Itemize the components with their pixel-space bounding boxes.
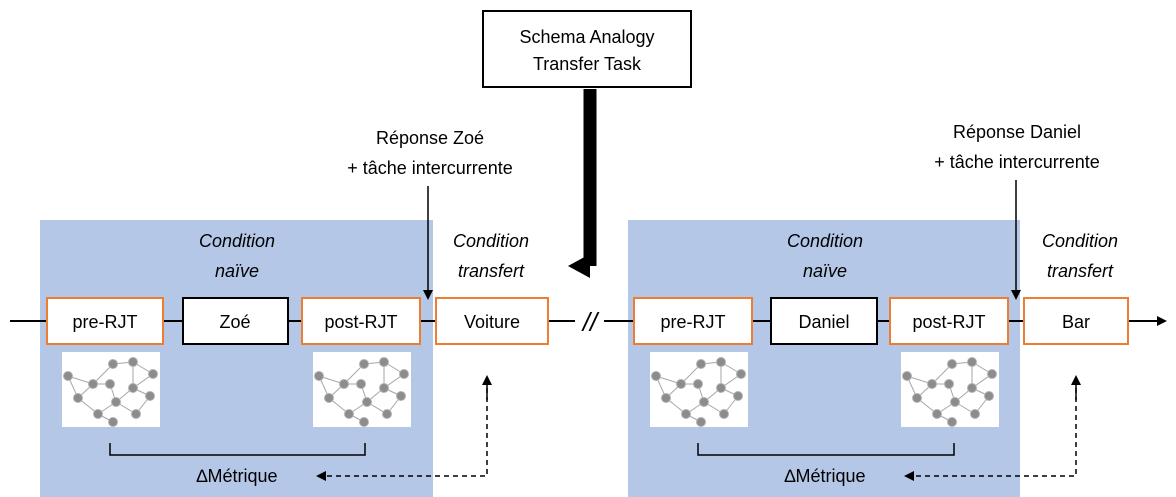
left-pre-rjt-box <box>46 297 164 345</box>
right-daniel-box <box>770 297 878 345</box>
left-dashed-connector <box>316 388 488 481</box>
right-metric-bracket <box>697 443 955 456</box>
right-response-line1: Réponse Daniel <box>953 122 1081 142</box>
left-voiture-label: Voiture <box>464 312 520 332</box>
schema-analogy-box <box>482 10 692 88</box>
right-dashed-connector <box>904 388 1077 481</box>
right-response-line2: + tâche intercurrente <box>934 152 1100 172</box>
left-response-line1: Réponse Zoé <box>376 128 484 148</box>
right-metric-label: ∆Métrique <box>784 466 865 486</box>
right-naive-line1: Condition <box>787 231 863 251</box>
right-bar-box <box>1023 297 1129 345</box>
left-metric-bracket <box>109 443 366 456</box>
right-post-rjt-box <box>889 297 1009 345</box>
schema-analogy-line2: Transfer Task <box>533 54 642 74</box>
right-transfer-line1: Condition <box>1042 231 1118 251</box>
left-metric-label: ∆Métrique <box>196 466 277 486</box>
left-naive-line1: Condition <box>199 231 275 251</box>
left-post-rjt-box <box>301 297 421 345</box>
left-transfer-line2: transfert <box>458 261 525 281</box>
right-naive-line2: naïve <box>803 261 847 281</box>
left-response-line2: + tâche intercurrente <box>347 158 513 178</box>
timeline-break-mark: // <box>581 307 600 337</box>
right-pre-rjt-box <box>633 297 753 345</box>
left-post-rjt-label: post-RJT <box>324 312 397 332</box>
left-zoe-box <box>182 297 289 345</box>
right-post-rjt-label: post-RJT <box>912 312 985 332</box>
left-naive-line2: naïve <box>215 261 259 281</box>
left-voiture-box <box>435 297 549 345</box>
right-bar-label: Bar <box>1062 312 1090 332</box>
left-pre-rjt-label: pre-RJT <box>72 312 137 332</box>
right-daniel-label: Daniel <box>798 312 849 332</box>
right-pre-rjt-label: pre-RJT <box>660 312 725 332</box>
schema-analogy-line1: Schema Analogy <box>519 27 654 47</box>
left-zoe-label: Zoé <box>219 312 250 332</box>
right-transfer-line2: transfert <box>1047 261 1114 281</box>
left-transfer-line1: Condition <box>453 231 529 251</box>
